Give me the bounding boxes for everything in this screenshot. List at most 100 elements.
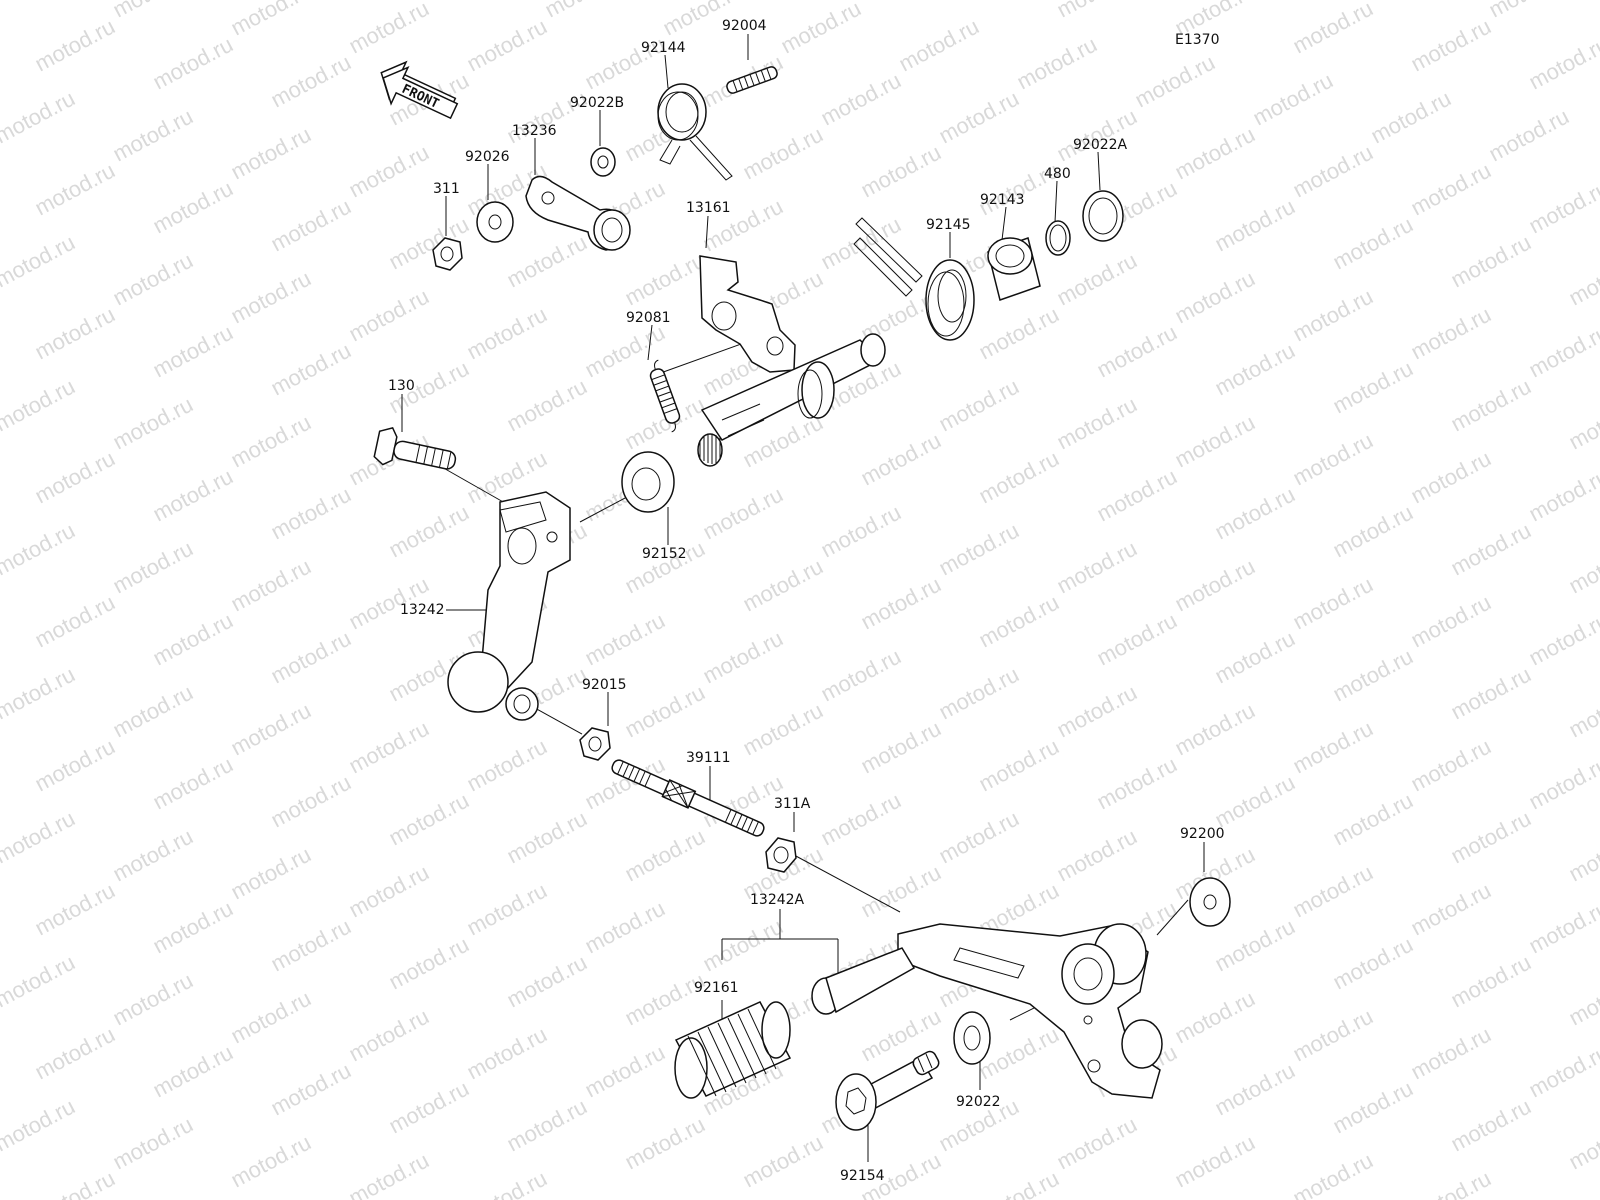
label-92015: 92015 [582,677,627,693]
watermark-text: motod.ru [0,284,1,347]
watermark-text: motod.ru [1447,806,1535,869]
watermark-text: motod.ru [0,230,79,293]
watermark-text: motod.ru [31,590,119,653]
watermark-text: motod.ru [109,104,197,167]
watermark-text: motod.ru [739,698,827,761]
watermark-text: motod.ru [1171,554,1259,617]
label-92022A: 92022A [1073,137,1128,153]
watermark-text: motod.ru [463,1022,551,1085]
watermark-text: motod.ru [1053,248,1141,311]
watermark-text: motod.ru [1367,0,1455,4]
watermark-text: motod.ru [227,986,315,1049]
watermark-text: motod.ru [1053,536,1141,599]
label-92144: 92144 [641,40,686,56]
watermark-text: motod.ru [149,320,237,383]
watermark-text: motod.ru [975,302,1063,365]
watermark-text: motod.ru [109,824,197,887]
watermark-text: motod.ru [1053,0,1141,22]
label-92200: 92200 [1180,826,1225,842]
watermark-text: motod.ru [1407,158,1495,221]
watermark-text: motod.ru [0,806,79,869]
nut-92015 [579,727,611,761]
watermark-text: motod.ru [31,14,119,77]
watermark-text: motod.ru [975,734,1063,797]
watermark-text: motod.ru [1289,860,1377,923]
watermark-text: motod.ru [857,572,945,635]
label-92004: 92004 [722,18,767,34]
watermark-text: motod.ru [31,734,119,797]
watermark-text: motod.ru [0,572,1,635]
watermark-text: motod.ru [0,0,1,58]
watermark-text: motod.ru [975,1166,1063,1200]
label-480: 480 [1044,166,1071,182]
watermark-text: motod.ru [1565,1112,1600,1175]
watermark-text: motod.ru [817,212,905,275]
watermark-text: motod.ru [1447,518,1535,581]
watermark-text: motod.ru [621,680,709,743]
watermark-text: motod.ru [149,752,237,815]
watermark-text: motod.ru [895,14,983,77]
watermark-text: motod.ru [1131,50,1219,113]
watermark-text: motod.ru [1211,914,1299,977]
watermark-text: motod.ru [503,806,591,869]
watermark-text: motod.ru [1407,878,1495,941]
pin-92004 [726,66,778,94]
label-92026: 92026 [465,149,510,165]
label-92145: 92145 [926,217,971,233]
seal-92152 [621,451,675,513]
label-92154: 92154 [840,1168,885,1184]
watermark-text: motod.ru [345,1148,433,1200]
label-92022B: 92022B [570,95,624,111]
collar-92143 [987,237,1041,301]
watermark-text: motod.ru [1329,932,1417,995]
watermark-text: motod.ru [1211,626,1299,689]
watermark-text: motod.ru [503,374,591,437]
watermark-text: motod.ru [227,698,315,761]
watermark-text: motod.ru [1093,464,1181,527]
watermark-text: motod.ru [935,0,1023,4]
watermark-text: motod.ru [1329,356,1417,419]
watermark-text: motod.ru [1525,1040,1600,1103]
washer-92022B [590,147,616,177]
watermark-text: motod.ru [1407,1166,1495,1200]
watermark-text: motod.ru [1329,644,1417,707]
watermark-text: motod.ru [267,50,355,113]
watermark-text: motod.ru [267,914,355,977]
nut-311 [432,237,463,271]
watermark-text: motod.ru [621,248,709,311]
watermark-text: motod.ru [385,500,473,563]
label-92143: 92143 [980,192,1025,208]
watermark-text: motod.ru [109,0,197,22]
watermark-text: motod.ru [149,896,237,959]
label-92152: 92152 [642,546,687,562]
watermark-text: motod.ru [345,716,433,779]
diagram-code: E1370 [1175,32,1219,48]
watermark-text: motod.ru [935,806,1023,869]
watermark-text: motod.ru [227,554,315,617]
watermark-text: motod.ru [1565,392,1600,455]
link-13236 [525,175,631,251]
label-13236: 13236 [512,123,557,139]
watermark-text: motod.ru [1053,392,1141,455]
watermark-text: motod.ru [541,0,629,22]
watermark-text: motod.ru [739,122,827,185]
watermark-text: motod.ru [1485,104,1573,167]
watermark-text: motod.ru [1447,374,1535,437]
washer-92200 [1189,877,1231,927]
watermark-text: motod.ru [581,608,669,671]
watermark-text: motod.ru [227,122,315,185]
watermark-text: motod.ru [149,176,237,239]
watermark-text: motod.ru [267,626,355,689]
watermark-text: motod.ru [31,302,119,365]
watermark-text: motod.ru [1093,752,1181,815]
watermark-text: motod.ru [1565,680,1600,743]
watermark-text: motod.ru [935,374,1023,437]
watermark-text: motod.ru [149,32,237,95]
washer-92022 [953,1011,991,1065]
nut-311A [765,837,797,873]
watermark-text: motod.ru [463,14,551,77]
watermark-text: motod.ru [857,716,945,779]
watermark-text: motod.ru [109,248,197,311]
watermark-text: motod.ru [109,536,197,599]
